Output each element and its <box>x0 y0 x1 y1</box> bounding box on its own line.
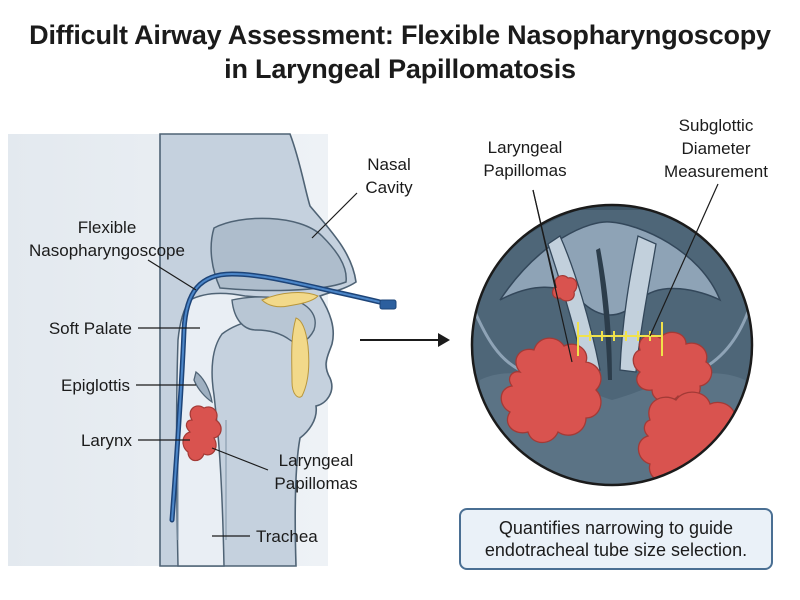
uvula-tongue <box>291 317 310 398</box>
right-leader-lines <box>532 183 719 363</box>
flexible-scope-highlight <box>171 272 393 521</box>
epiglottis-shape <box>193 370 213 404</box>
callout-line-2: endotracheal tube size selection. <box>484 540 748 560</box>
right-vocal-fold <box>619 235 657 373</box>
callout-box: Quantifies narrowing to guide endotrache… <box>459 508 773 570</box>
left-labels: Nasal Cavity Flexible Nasopharyngoscope … <box>29 155 413 546</box>
label-scope-2: Nasopharyngoscope <box>29 241 185 260</box>
label-nasal-cavity-2: Cavity <box>365 178 413 197</box>
scope-view-rim <box>470 203 754 487</box>
scope-handle-tip <box>379 299 397 310</box>
glottic-opening <box>596 248 612 380</box>
label-r-papillomas-2: Papillomas <box>483 161 566 180</box>
subglottic-measure-bar <box>577 322 663 356</box>
diagram-title: Difficult Airway Assessment: Flexible Na… <box>0 18 800 86</box>
right-labels: Laryngeal Papillomas Subglottic Diameter… <box>483 116 768 181</box>
papilloma-small <box>551 274 578 302</box>
papilloma-right-large <box>637 391 746 485</box>
label-scope-1: Flexible <box>78 218 137 237</box>
papilloma-left-large <box>500 337 602 444</box>
leader-papillomas <box>211 447 269 471</box>
callout-line-1: Quantifies narrowing to guide <box>498 518 734 538</box>
label-papillomas-1: Laryngeal <box>279 451 354 470</box>
endoscopic-view <box>470 203 754 487</box>
scope-view-contents <box>472 205 752 485</box>
label-papillomas-2: Papillomas <box>274 474 357 493</box>
title-line-2: in Laryngeal Papillomatosis <box>224 54 576 84</box>
label-nasal-cavity-1: Nasal <box>367 155 410 174</box>
leader-large-papilloma <box>532 189 573 363</box>
label-trachea: Trachea <box>256 527 318 546</box>
view-arrow <box>360 333 450 347</box>
label-subglottic-3: Measurement <box>664 162 768 181</box>
label-r-papillomas-1: Laryngeal <box>488 138 563 157</box>
label-subglottic-1: Subglottic <box>679 116 754 135</box>
left-leader-lines <box>136 192 358 537</box>
leader-subglottic <box>649 183 719 337</box>
label-larynx: Larynx <box>81 431 133 450</box>
label-subglottic-2: Diameter <box>682 139 751 158</box>
sagittal-head-neck <box>8 133 397 567</box>
hard-palate <box>261 292 319 308</box>
label-epiglottis: Epiglottis <box>61 376 130 395</box>
label-soft-palate: Soft Palate <box>49 319 132 338</box>
papilloma-right-mid <box>632 331 713 403</box>
arrow-head <box>438 333 450 347</box>
larynx-papilloma <box>182 405 222 462</box>
leader-nasal-cavity <box>311 192 358 239</box>
leader-scope <box>147 259 197 291</box>
title-line-1: Difficult Airway Assessment: Flexible Na… <box>29 20 771 50</box>
